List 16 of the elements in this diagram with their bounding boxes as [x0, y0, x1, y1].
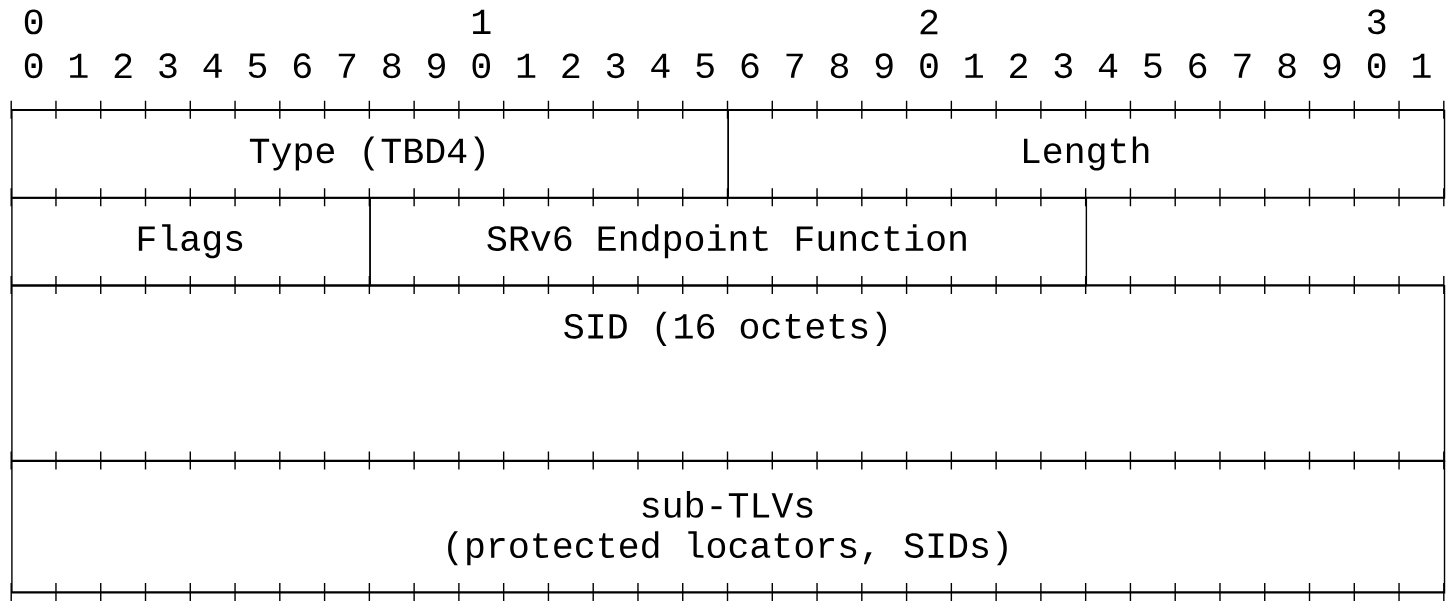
bit-offset-label: 3: [1367, 9, 1386, 35]
bit-offset-label: 0: [24, 9, 43, 35]
field-box: SID (16 octets): [11, 285, 1446, 462]
bit-number-label: 7: [786, 53, 803, 78]
field-box: sub-TLVs (protected locators, SIDs): [11, 460, 1446, 594]
bit-offset-label: 1: [472, 9, 491, 34]
field-box: Length: [727, 109, 1446, 199]
field-box: SRv6 Endpoint Function: [369, 197, 1088, 287]
field-box: Flags: [11, 197, 371, 287]
bit-number-label: 6: [741, 53, 759, 79]
bit-number-label: 3: [606, 53, 625, 79]
bit-number-label: 8: [830, 53, 848, 79]
bit-number-label: 4: [651, 53, 670, 78]
field-box: Type (TBD4): [11, 109, 729, 199]
bit-offset-label: 2: [920, 9, 938, 35]
bit-number-label: 5: [696, 53, 714, 78]
